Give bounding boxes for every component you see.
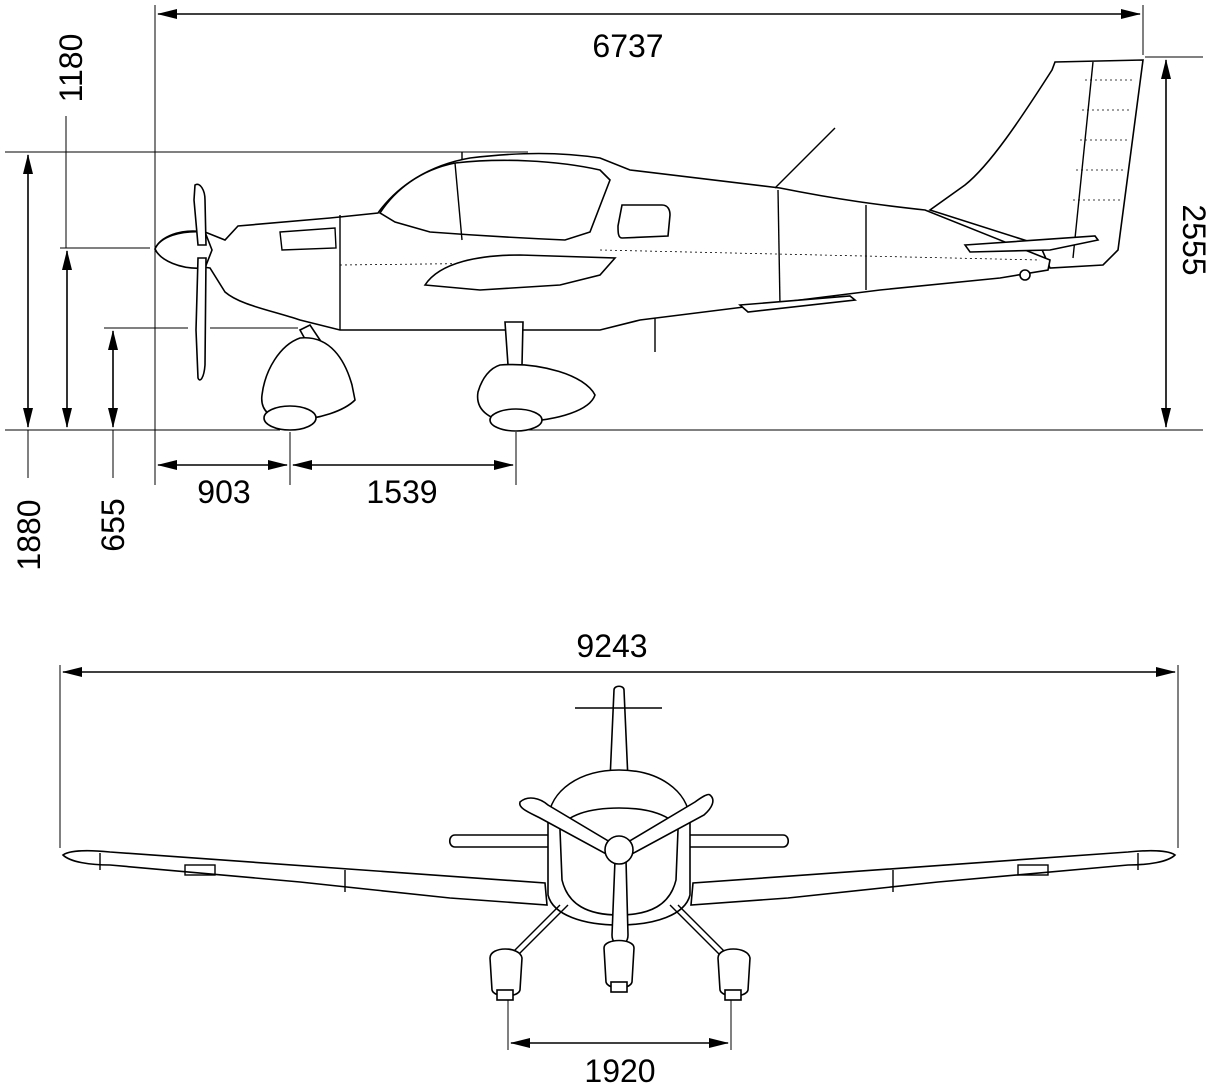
nose-wheel-front [610, 981, 628, 993]
cowling-vent [279, 227, 337, 251]
aircraft-front-drawing [61, 685, 1177, 1001]
rudder-hinge-line [1072, 61, 1094, 259]
spinner-height-label: 1180 [53, 34, 89, 103]
front-view: 9243 1920 [59, 628, 1179, 1087]
propeller-blade-top [193, 183, 207, 246]
right-gear-strut [677, 904, 729, 956]
antenna [774, 127, 836, 189]
wheelbase-label: 1539 [366, 474, 437, 510]
right-wheel-fairing [717, 948, 751, 997]
flap-track [738, 295, 858, 313]
left-wing [61, 849, 548, 906]
windshield-frame [454, 162, 463, 241]
nose-wheel [263, 405, 317, 431]
main-gear-leg [504, 321, 524, 366]
spinner-front [604, 835, 634, 865]
left-wheel [496, 989, 514, 1001]
right-wing [690, 849, 1177, 906]
left-wheel-fairing [489, 948, 523, 997]
wing-root-fairing [423, 254, 617, 291]
side-window [617, 204, 671, 239]
side-view: 6737 2555 1180 1880 655 903 1539 [5, 5, 1212, 571]
cabin-height-label: 1880 [11, 499, 47, 570]
right-wing-light [1017, 864, 1049, 876]
track-label: 1920 [584, 1053, 655, 1087]
engine-bottom-height-label: 655 [95, 498, 131, 551]
height-label: 2555 [1176, 204, 1212, 275]
horizontal-stabilizer [963, 235, 1100, 253]
wingspan-label: 9243 [576, 628, 647, 664]
tail-skid [1019, 269, 1031, 281]
main-wheel [489, 408, 543, 432]
propeller-blade-bottom [195, 257, 207, 381]
right-wheel [724, 989, 742, 1001]
aircraft-side-drawing [154, 59, 1144, 432]
left-wing-light [184, 864, 216, 876]
left-gear-strut [509, 904, 561, 956]
nose-wheel-fairing-front [603, 939, 635, 989]
propeller-blade-bottom-front [611, 859, 629, 946]
fin-front [609, 685, 629, 781]
fuselage [154, 152, 1051, 331]
canopy [378, 159, 611, 241]
nose-wheel-offset-label: 903 [197, 474, 250, 510]
length-label: 6737 [592, 28, 663, 64]
